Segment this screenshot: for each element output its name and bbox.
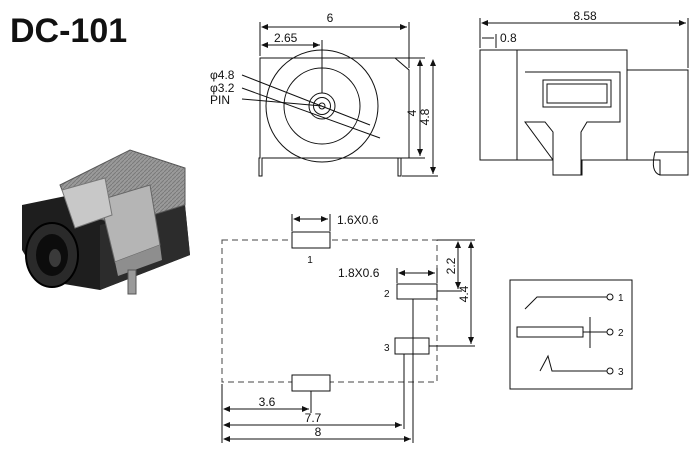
front-dim-offset: 2.65 [274,31,298,45]
side-view-body [479,49,689,176]
part-number-title: DC-101 [10,12,128,50]
pad-3 [394,337,430,355]
side-view-window [542,79,612,108]
footprint-dim-36: 3.6 [259,395,276,409]
footprint-outline [221,239,438,383]
pad1-size-label: 1.6X0.6 [337,213,379,227]
footprint-dim-44: 4.4 [457,285,471,302]
side-view [479,18,689,176]
schematic-box [509,279,633,390]
pad-1 [291,231,331,249]
front-dim-height-outer: 4.8 [418,108,432,125]
side-dim-length: 8.58 [573,9,597,23]
side-dim-offset: 0.8 [500,31,517,45]
schematic-pin-3: 3 [618,367,624,378]
schematic-symbol [509,279,633,390]
front-dim-width: 6 [327,11,334,25]
pad-2 [396,283,438,300]
footprint-dim-22: 2.2 [444,257,458,274]
front-view [241,22,438,177]
schematic-pin-1: 1 [618,293,624,304]
pad-4 [291,374,331,392]
footprint-pin-1: 1 [307,255,313,266]
diameter-48-label: φ4.8 [210,68,235,82]
connector-3d-illustration [22,149,190,295]
front-dim-height-inner: 4 [405,109,419,116]
front-view-body [258,57,410,177]
pad2-size-label: 1.8X0.6 [338,266,380,280]
footprint-dim-77: 7.7 [305,411,322,425]
ring-32 [313,97,331,115]
pcb-footprint [221,214,475,443]
footprint-pin-2: 2 [384,289,390,300]
pin-label: PIN [210,93,230,107]
footprint-dim-8: 8 [315,425,322,439]
footprint-pin-3: 3 [384,343,390,354]
schematic-pin-2: 2 [618,328,624,339]
diameter-32-label: φ3.2 [210,81,235,95]
